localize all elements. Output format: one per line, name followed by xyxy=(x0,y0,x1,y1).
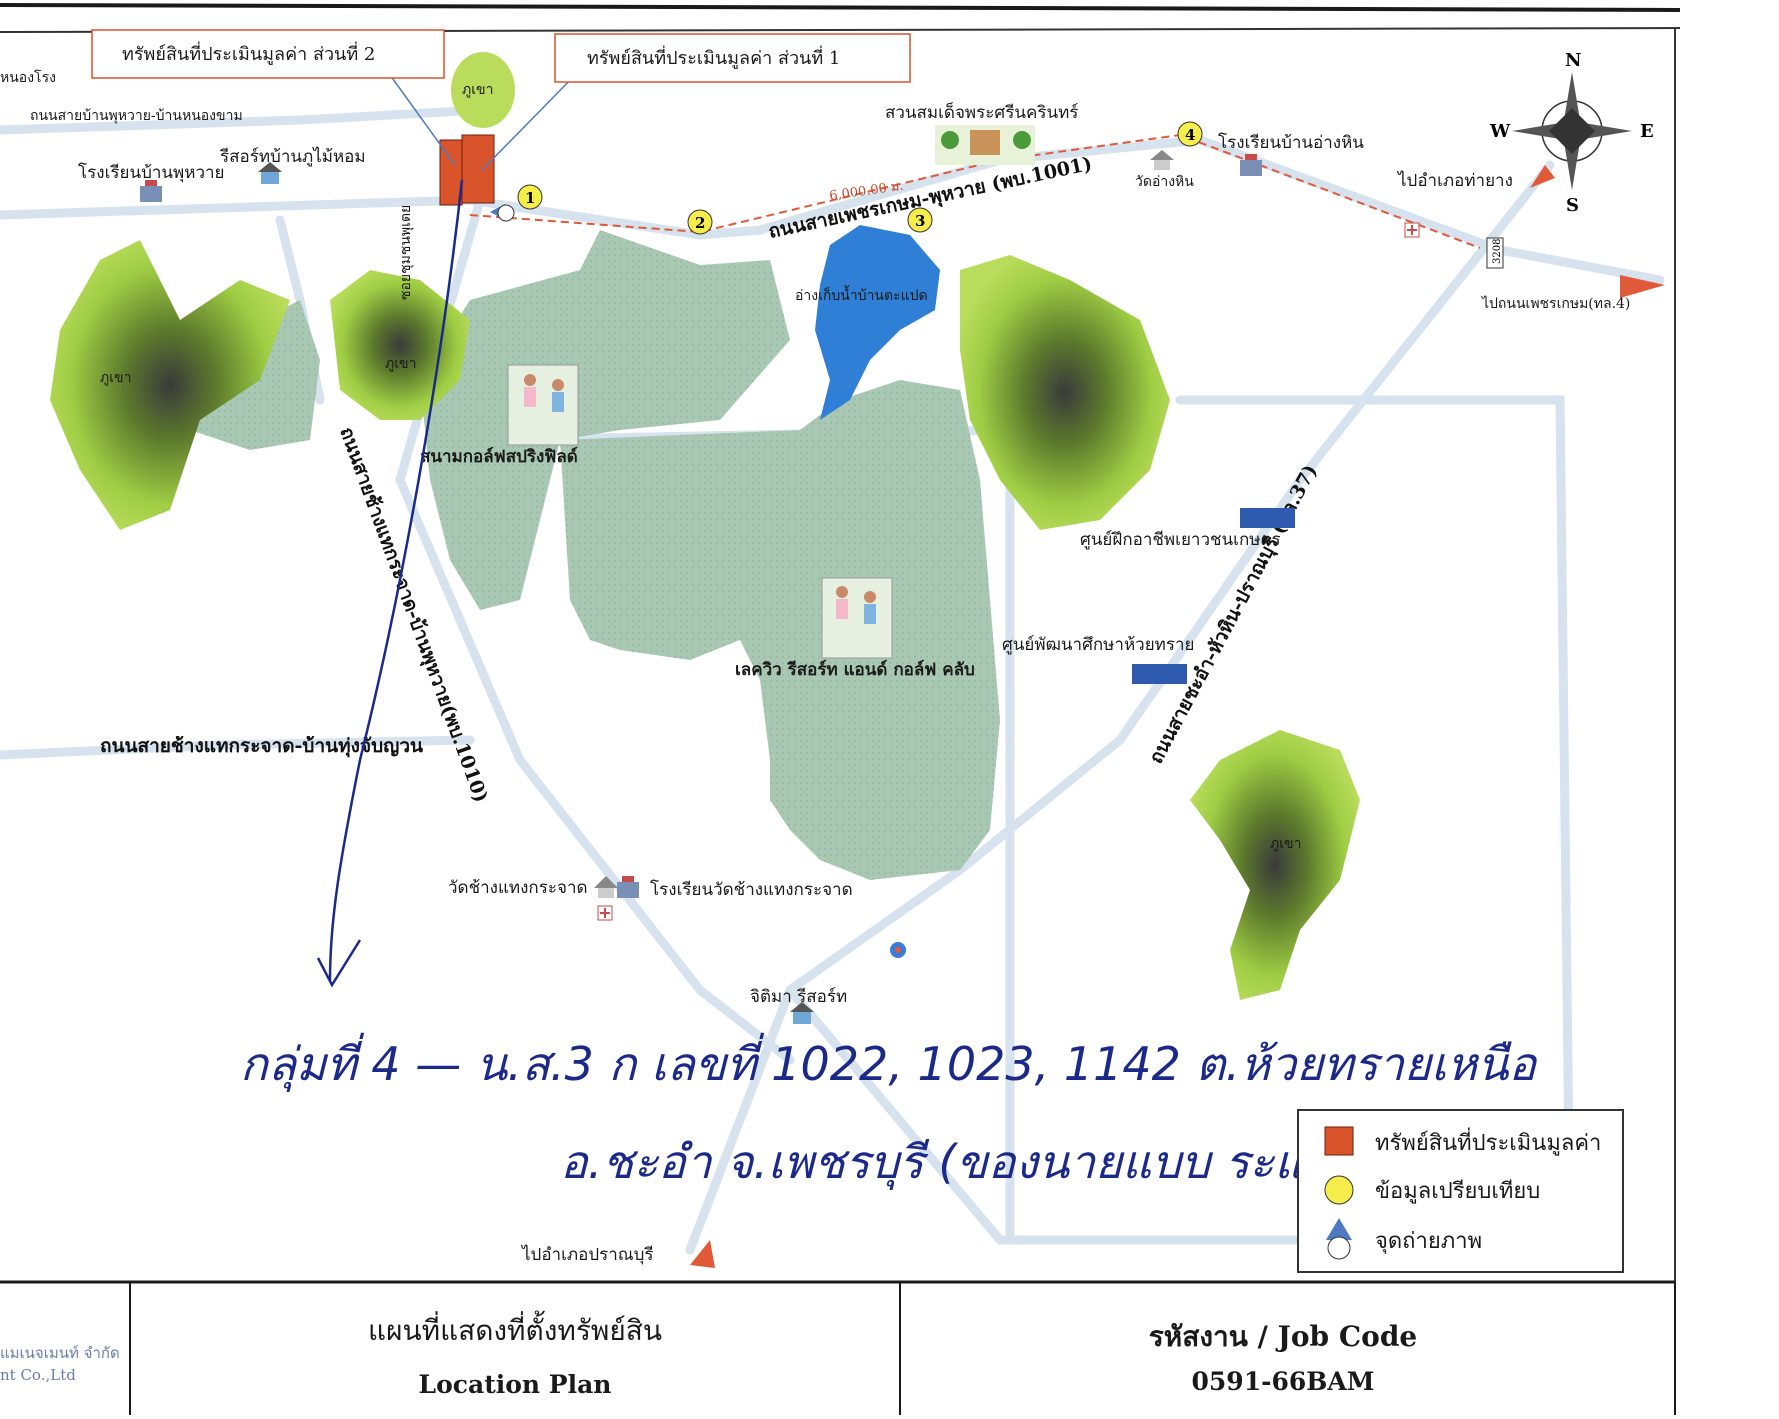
place-nongrong: หนองโรง xyxy=(0,69,56,86)
hill-label: ภูเขา xyxy=(1270,836,1301,852)
temple-icon xyxy=(594,876,618,898)
title-block: แมเนจเมนท์ จำกัด nt Co.,Ltd แผนที่แสดงที… xyxy=(0,1280,1676,1415)
golf-course-area xyxy=(420,230,790,610)
subject-property[interactable] xyxy=(439,134,495,206)
handwritten-note-line1: กลุ่มที่ 4 — น.ส.3 ก เลขที่ 1022, 1023, … xyxy=(240,1032,1538,1092)
hills xyxy=(50,52,1360,1000)
place-school-changtae: โรงเรียนวัดช้างแทงกระจาด xyxy=(650,879,853,900)
place-to-pranburi: ไปอำเภอปราณบุรี xyxy=(520,1244,653,1265)
place-school-puhwai: โรงเรียนบ้านพุหวาย xyxy=(78,162,225,183)
school-icon xyxy=(617,876,639,898)
leader-line-part1 xyxy=(481,69,581,171)
route-shield-number: 3208 xyxy=(1492,239,1503,264)
legend-photo-swatch xyxy=(1326,1218,1352,1240)
compass-e: E xyxy=(1640,121,1654,142)
place-reservoir: อ่างเก็บน้ำบ้านตะแปด xyxy=(795,285,928,304)
svg-text:2: 2 xyxy=(695,214,705,232)
park-icon xyxy=(935,125,1035,165)
road-label-main: ถนนสายเพชรเกษม-พุหวาย (พบ.1001) xyxy=(766,153,1094,244)
hospital-icon xyxy=(1404,222,1420,238)
photo-point-marker[interactable] xyxy=(490,204,515,222)
callout-part1 xyxy=(554,33,911,83)
road-label-top-left: ถนนสายบ้านพุหวาย-บ้านหนองขาม xyxy=(30,108,243,124)
reservoir xyxy=(815,225,940,420)
hill-label: ภูเขา xyxy=(385,356,416,372)
comparable-marker-2[interactable]: 2 xyxy=(687,209,713,235)
building-icon xyxy=(1132,664,1187,684)
arrow-to-thayang xyxy=(1530,165,1555,188)
golf-icon xyxy=(821,577,893,659)
hospital-icon xyxy=(597,905,613,921)
place-resort-gma: จิติมา รีสอร์ท xyxy=(750,987,847,1007)
comparable-marker-1[interactable]: 1 xyxy=(517,184,543,210)
route-shield xyxy=(1486,237,1504,269)
gas-icon xyxy=(890,942,906,958)
road-label-diagonal: ถนนสายชะอำ-หัวหิน-ปราณบุรี (ทล.37) xyxy=(1145,461,1323,768)
handwritten-arrowhead xyxy=(316,939,362,988)
road-label-small: ซอยชุมชนพุเตย xyxy=(398,205,414,300)
compass-n: N xyxy=(1565,50,1581,71)
place-training-center: ศูนย์ฝึกอาชีพเยาวชนเกษตร xyxy=(1080,530,1281,550)
arrow-to-pranburi xyxy=(690,1240,715,1268)
hill-label: ภูเขา xyxy=(100,370,131,386)
place-golf1: สนามกอล์ฟสปริงฟิลด์ xyxy=(420,446,578,467)
building-icon xyxy=(1240,508,1295,528)
golf-icon xyxy=(507,364,579,446)
svg-text:4: 4 xyxy=(1185,126,1195,144)
callout-part2-text: ทรัพย์สินที่ประเมินมูลค่า ส่วนที่ 2 xyxy=(122,41,375,65)
north-arrow xyxy=(1512,72,1632,190)
place-school-anghin: โรงเรียนบ้านอ่างหิน xyxy=(1218,132,1364,153)
plan-title-en: Location Plan xyxy=(419,1370,612,1399)
place-park: สวนสมเด็จพระศรีนครินทร์ xyxy=(885,101,1078,123)
place-wat-changtae: วัดช้างแทงกระจาด xyxy=(448,878,588,898)
svg-text:1: 1 xyxy=(525,189,535,207)
callout-part2 xyxy=(91,29,445,79)
house-icon xyxy=(790,1002,814,1024)
legend-comparable: ข้อมูลเปรียบเทียบ xyxy=(1375,1179,1540,1204)
house-icon xyxy=(258,162,282,184)
legend-subject: ทรัพย์สินที่ประเมินมูลค่า xyxy=(1375,1127,1601,1156)
place-to-thayang: ไปอำเภอท่ายาง xyxy=(1396,170,1513,191)
company-name-en: nt Co.,Ltd xyxy=(0,1366,76,1384)
compass-s: S xyxy=(1566,195,1579,216)
leader-line-part2 xyxy=(384,67,456,166)
legend: ทรัพย์สินที่ประเมินมูลค่า ข้อมูลเปรียบเท… xyxy=(1297,1109,1624,1273)
job-code-label: รหัสงาน / Job Code xyxy=(1149,1320,1417,1353)
place-wat-anghin: วัดอ่างหิน xyxy=(1135,174,1194,190)
legend-comparable-swatch xyxy=(1324,1175,1354,1205)
school-icon xyxy=(1240,154,1262,176)
arrow-to-phetkasem xyxy=(1620,275,1665,298)
comparable-marker-4[interactable]: 4 xyxy=(1177,121,1203,147)
hill-label: ภูเขา xyxy=(462,82,493,98)
legend-subject-swatch xyxy=(1324,1126,1354,1156)
svg-text:3: 3 xyxy=(915,212,925,230)
school-icon xyxy=(140,180,162,202)
place-resort-kupmaihom: รีสอร์ทบ้านภูไม้หอม xyxy=(219,146,365,167)
place-education-center: ศูนย์พัฒนาศึกษาห้วยทราย xyxy=(1002,635,1195,655)
road-label-lower-left: ถนนสายช้างแทกระจาด-บ้านทุ่งจับญวน xyxy=(100,735,423,758)
job-code-value: 0591-66BAM xyxy=(1192,1367,1375,1396)
place-golf2: เลควิว รีสอร์ท แอนด์ กอล์ฟ คลับ xyxy=(735,659,975,680)
compass-w: W xyxy=(1489,121,1511,142)
handwritten-note-line2: อ.ชะอำ จ.เพชรบุรี (ของนายแบบ ระแปด) xyxy=(560,1135,1381,1190)
comparable-marker-3[interactable]: 3 xyxy=(907,207,933,233)
place-to-phetkasem: ไปถนนเพชรเกษม(ทล.4) xyxy=(1481,295,1630,312)
temple-icon xyxy=(1150,150,1174,170)
golf-course-area xyxy=(560,380,1000,880)
company-name-th: แมเนจเมนท์ จำกัด xyxy=(0,1344,120,1362)
legend-photo: จุดถ่ายภาพ xyxy=(1375,1229,1482,1254)
plan-title-th: แผนที่แสดงที่ตั้งทรัพย์สิน xyxy=(368,1310,662,1347)
callout-part1-text: ทรัพย์สินที่ประเมินมูลค่า ส่วนที่ 1 xyxy=(587,45,840,69)
handwritten-arrow xyxy=(328,179,464,981)
